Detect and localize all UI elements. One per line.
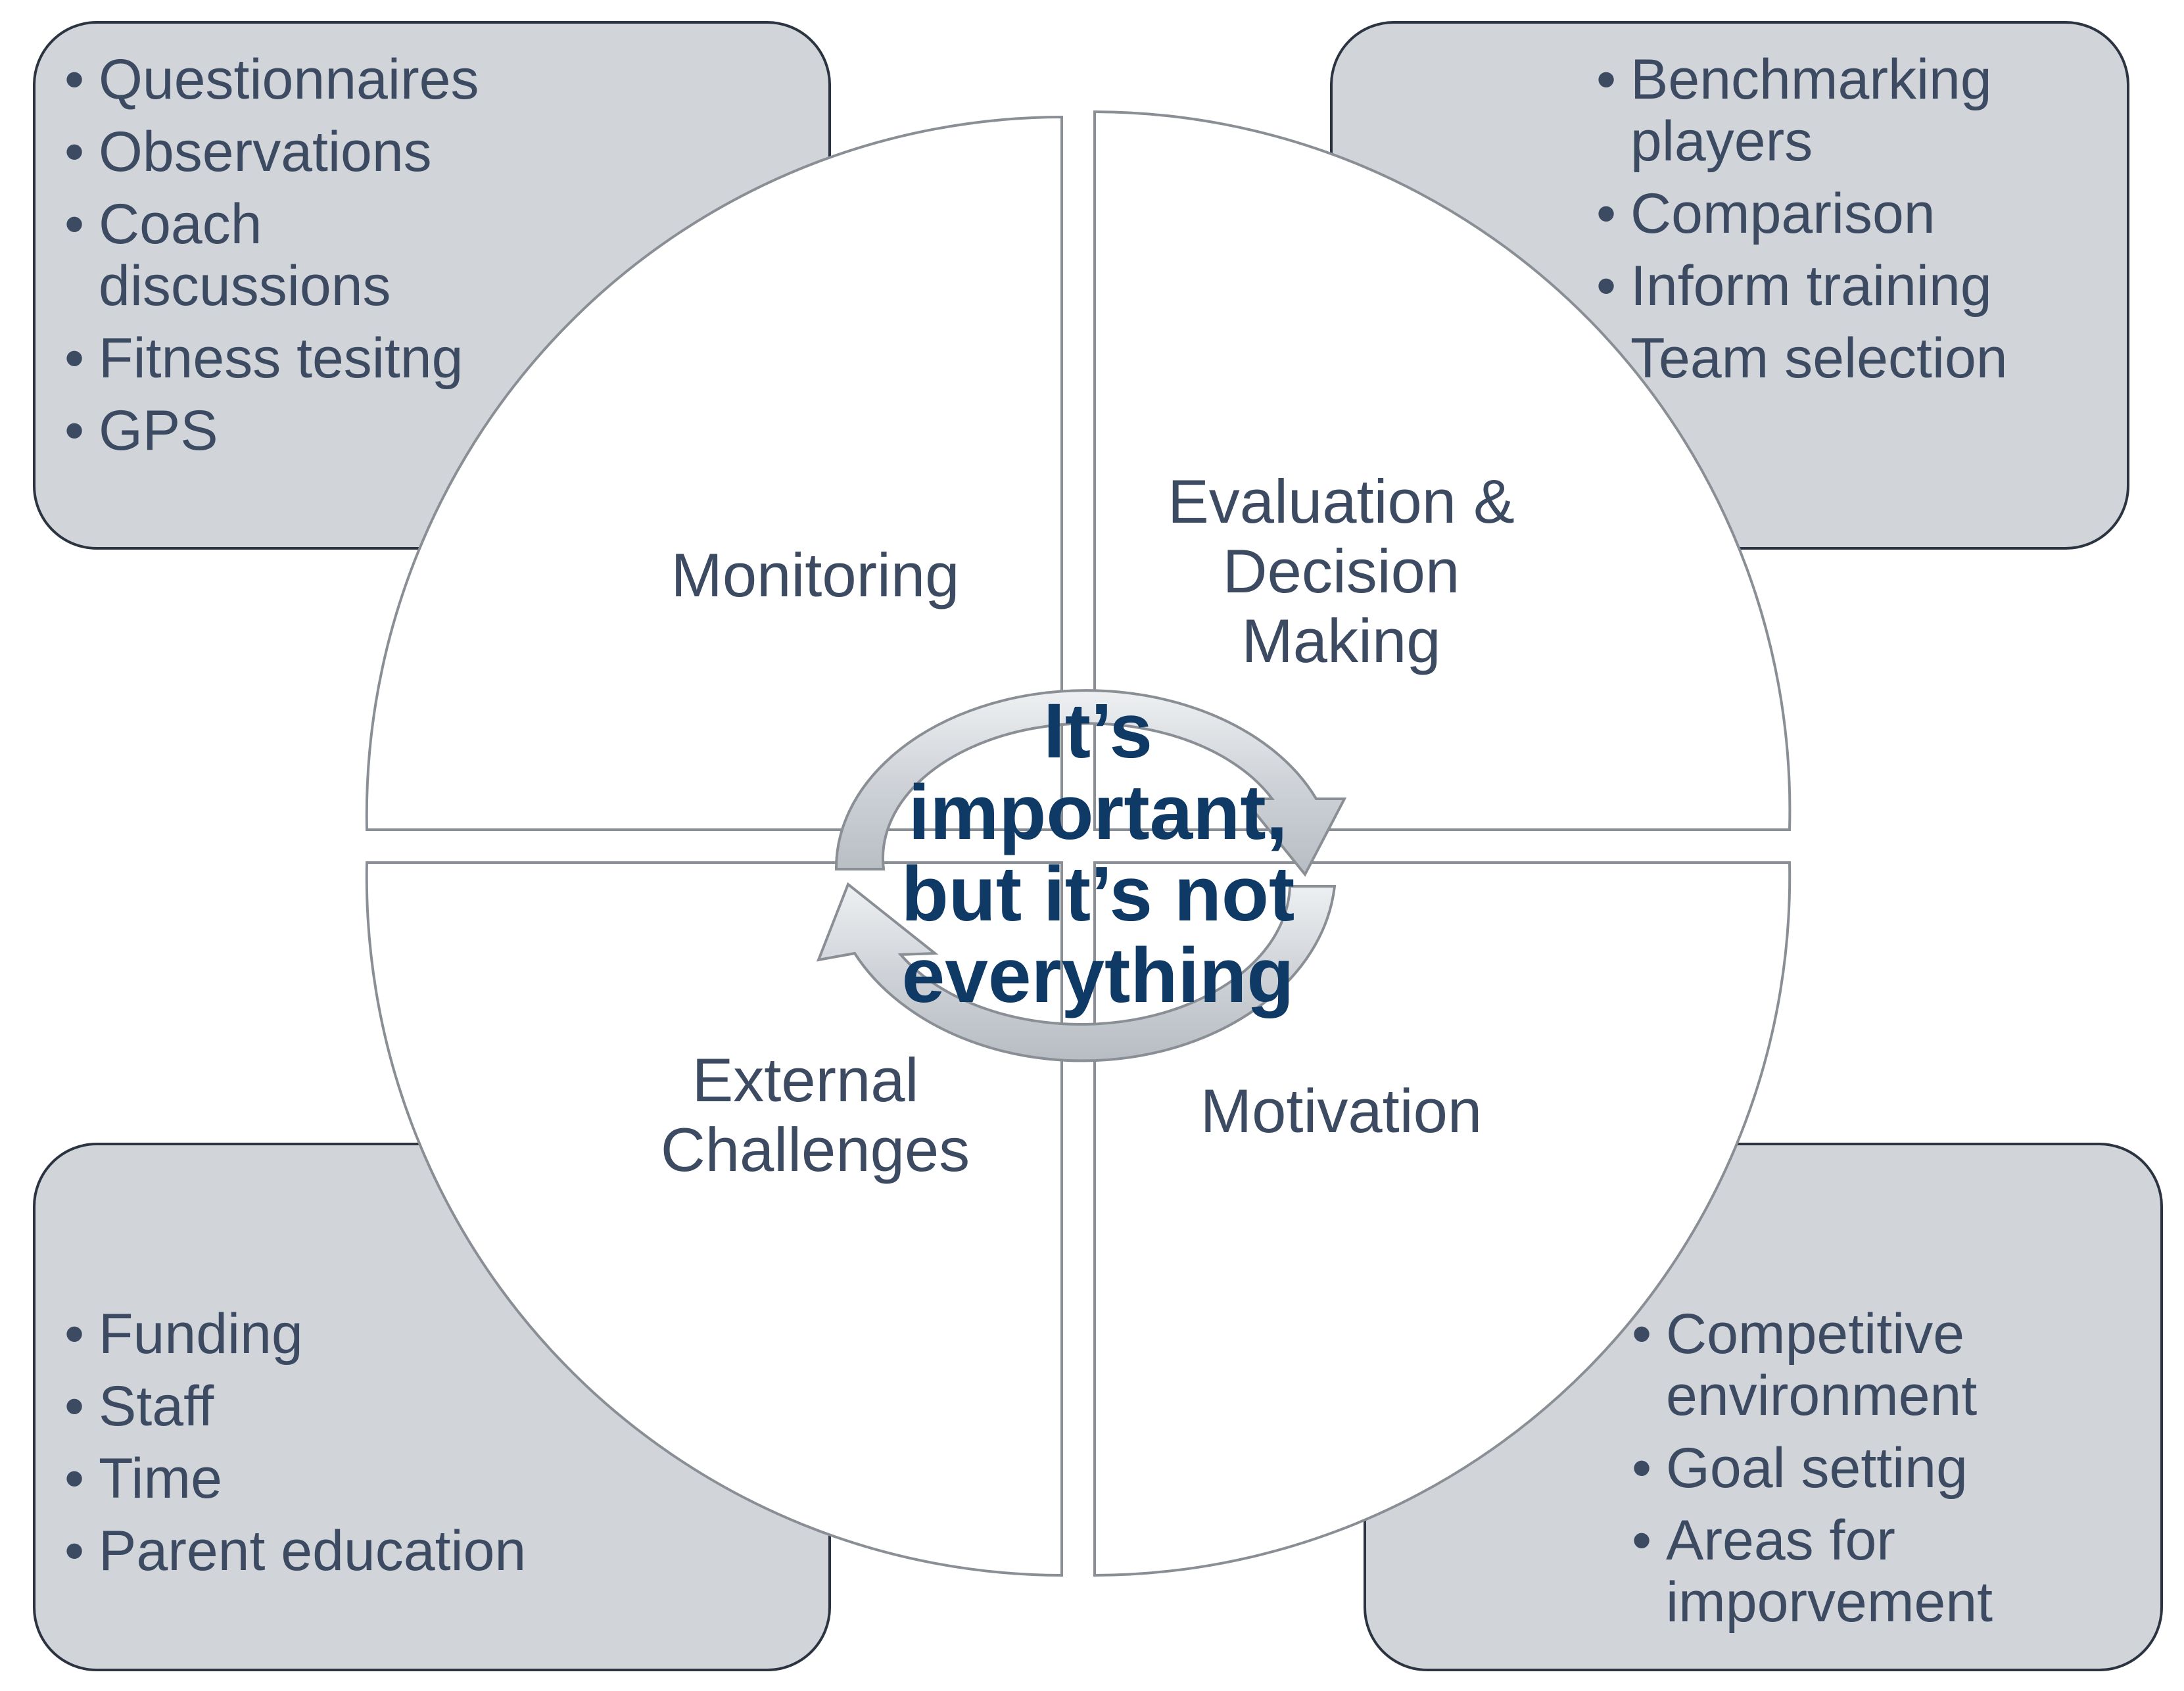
- center-line: important,: [908, 769, 1288, 856]
- bullet-icon: •: [1632, 1509, 1652, 1572]
- list-item: •Observations: [64, 120, 432, 183]
- bullet-icon: •: [64, 327, 85, 390]
- quadrant-label-line: Decision: [1222, 536, 1460, 606]
- list-item: •Staff: [64, 1375, 214, 1438]
- center-line: but it’s not: [901, 851, 1295, 938]
- bullet-icon: •: [64, 48, 85, 111]
- list-item: •Inform training: [1596, 254, 1992, 318]
- list-item: •Parent education: [64, 1519, 527, 1583]
- list-item: •Benchmarking players: [1596, 48, 1992, 173]
- bullet-icon: •: [64, 1302, 85, 1366]
- lower-cycle-arrow: [816, 882, 1337, 1062]
- bullet-icon: •: [64, 193, 85, 256]
- list-item: •Questionnaires: [64, 48, 479, 111]
- bullet-icon: •: [1632, 1437, 1652, 1500]
- quadrant-bottom-right: [1093, 861, 1792, 1577]
- center-line: everything: [901, 932, 1294, 1019]
- bullet-icon: •: [64, 1447, 85, 1510]
- quadrant-label-line: External: [692, 1045, 919, 1114]
- quadrant-label-monitoring: Monitoring: [671, 540, 960, 609]
- bullet-icon: •: [1596, 182, 1617, 245]
- list-item: •Comparison: [1596, 182, 1935, 245]
- list-item: •Coach discussions: [64, 193, 391, 318]
- list-item: •GPS: [64, 399, 218, 462]
- center-line: It’s: [1043, 688, 1153, 774]
- list-item: •Time: [64, 1447, 222, 1510]
- bullet-icon: •: [64, 1375, 85, 1438]
- bullet-icon: •: [64, 120, 85, 183]
- bullet-icon: •: [64, 1519, 85, 1583]
- list-item: •Goal setting: [1632, 1437, 1968, 1500]
- cycle-arrows-icon: [816, 689, 1347, 1062]
- list-item: •Funding: [64, 1302, 303, 1366]
- quadrant-label-line: Making: [1241, 606, 1441, 675]
- list-item: •Fitness tesitng: [64, 327, 463, 390]
- box-bottom-right-list: •Competitive environment •Goal setting •…: [1632, 1303, 2131, 1644]
- quadrant-top-left: [365, 115, 1063, 831]
- list-item: Team selection: [1630, 327, 2008, 390]
- bullet-icon: •: [1632, 1302, 1652, 1366]
- bullet-icon: •: [1596, 254, 1617, 318]
- bullet-icon: •: [1596, 48, 1617, 111]
- quadrant-label-line: Evaluation &: [1168, 467, 1515, 536]
- upper-cycle-arrow: [834, 689, 1347, 877]
- bullet-icon: •: [64, 399, 85, 462]
- box-bottom-left-list: •Funding •Staff •Time •Parent education: [64, 1303, 788, 1592]
- quadrant-label-evaluation: Evaluation & Decision Making: [1118, 467, 1565, 676]
- box-top-right-list: •Benchmarking players •Comparison •Infor…: [1596, 49, 2109, 400]
- list-item: •Areas for imporvement: [1632, 1509, 1993, 1634]
- center-statement: It’s important, but it’s not everything: [874, 690, 1321, 1016]
- list-item: •Competitive environment: [1632, 1302, 1978, 1427]
- quadrant-label-line: Challenges: [660, 1115, 970, 1184]
- quadrant-bottom-left: [365, 861, 1063, 1577]
- box-top-left-list: •Questionnaires •Observations •Coach dis…: [64, 49, 788, 472]
- quadrant-label-motivation: Motivation: [1200, 1076, 1483, 1145]
- quadrant-label-external-challenges: External Challenges: [618, 1045, 1012, 1185]
- quadrant-top-right: [1093, 110, 1792, 831]
